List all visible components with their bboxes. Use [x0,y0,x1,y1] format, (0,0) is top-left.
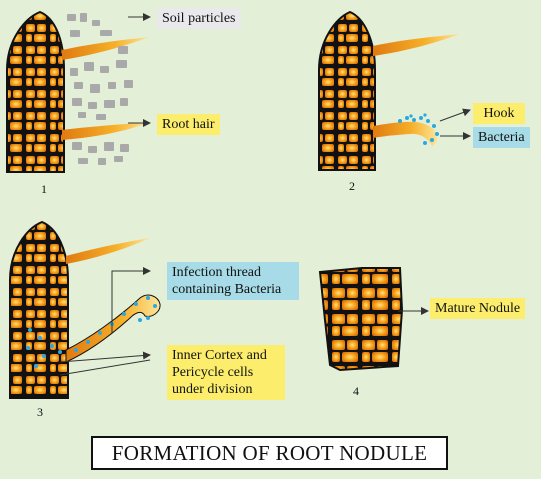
label-bacteria: Bacteria [473,127,530,148]
infection-thread-line2: containing Bacteria [172,282,282,297]
inner-cortex-line3: under division [172,382,253,397]
stage-4-mature-nodule [318,267,429,372]
root-hair-upper-2 [373,34,460,56]
label-soil-particles: Soil particles [157,8,241,29]
infection-thread-bacteria [26,296,157,368]
inner-cortex-line1: Inner Cortex and [172,348,267,363]
bacteria-cluster [398,113,439,145]
label-hook: Hook [473,103,525,124]
label-infection-thread: Infection thread containing Bacteria [167,262,299,300]
label-mature-nodule: Mature Nodule [430,298,526,319]
root-hair-upper [62,37,150,60]
stage-1-root [6,10,151,173]
stage-2-root [318,10,471,171]
root-hair-lower [62,122,150,140]
infection-thread-tube [65,294,161,363]
label-inner-cortex: Inner Cortex and Pericycle cells under d… [167,345,285,400]
stage-number-1: 1 [41,182,47,196]
stage-number-3: 3 [37,405,43,419]
soil-particles [67,13,133,165]
diagram-title: FORMATION OF ROOT NODULE [91,436,448,470]
infection-thread-line1: Infection thread [172,265,262,280]
stage-number-2: 2 [349,179,355,193]
label-root-hair: Root hair [157,114,220,135]
root-hair-3 [66,238,150,264]
inner-cortex-line2: Pericycle cells [172,365,254,380]
curled-root-hair [373,121,438,146]
stage-number-4: 4 [353,384,359,398]
stage-3-root [9,220,161,399]
